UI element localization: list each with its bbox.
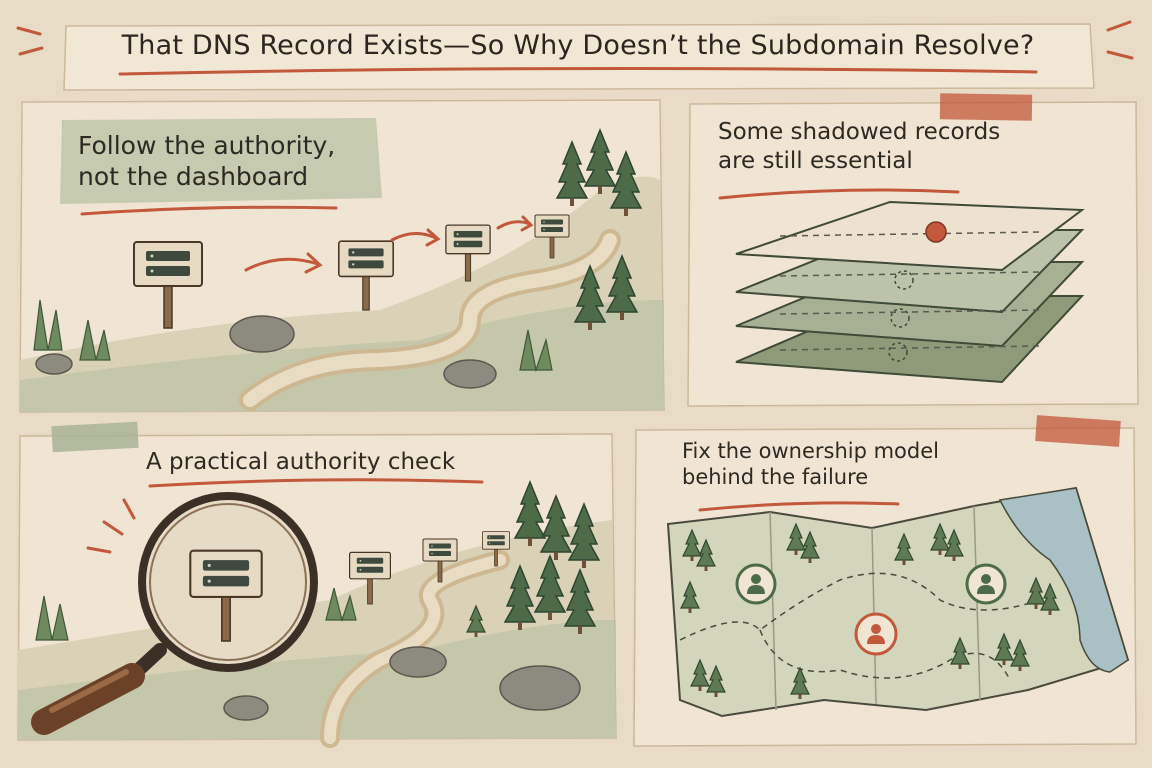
- panel-1-caption: Follow the authority, not the dashboard: [78, 130, 378, 193]
- panel-2: [687, 93, 1139, 407]
- panel-3: [17, 421, 617, 748]
- magnifier-icon: [31, 492, 318, 735]
- rock-icon: [499, 665, 581, 711]
- rock-icon: [35, 353, 73, 375]
- person-icon: [965, 563, 1007, 605]
- panel-4-caption: Fix the ownership model behind the failu…: [682, 438, 982, 491]
- panel-2-caption-line-1: Some shadowed records: [718, 119, 1001, 145]
- rock-icon: [443, 359, 497, 389]
- panel-1: [19, 99, 665, 413]
- title-banner: [63, 23, 1095, 91]
- panel-1-caption-line-2: not the dashboard: [78, 162, 309, 192]
- rock-icon: [223, 695, 269, 721]
- panel-4-caption-line-2: behind the failure: [682, 465, 869, 490]
- panel-4: [633, 415, 1137, 747]
- person-icon-highlight: [854, 612, 898, 656]
- corner-spark-icon: [16, 20, 1134, 60]
- panel-3-caption-line-1: A practical authority check: [146, 449, 456, 475]
- person-icon: [735, 563, 777, 605]
- spark-icon: [86, 498, 136, 554]
- layers-icon: [735, 200, 1085, 384]
- panel-2-caption-line-2: are still essential: [718, 147, 913, 174]
- panel-3-caption: A practical authority check: [146, 448, 506, 477]
- panel-4-caption-line-1: Fix the ownership model: [682, 439, 939, 463]
- map-icon: [666, 486, 1130, 718]
- arrow-icon: [244, 215, 534, 274]
- panel-1-caption-line-1: Follow the authority,: [78, 131, 336, 160]
- rock-icon: [389, 646, 447, 678]
- page-title: That DNS Record Exists—So Why Doesn’t th…: [121, 30, 1035, 61]
- rock-icon: [229, 315, 295, 353]
- panel-2-caption: Some shadowed records are still essentia…: [718, 118, 1058, 176]
